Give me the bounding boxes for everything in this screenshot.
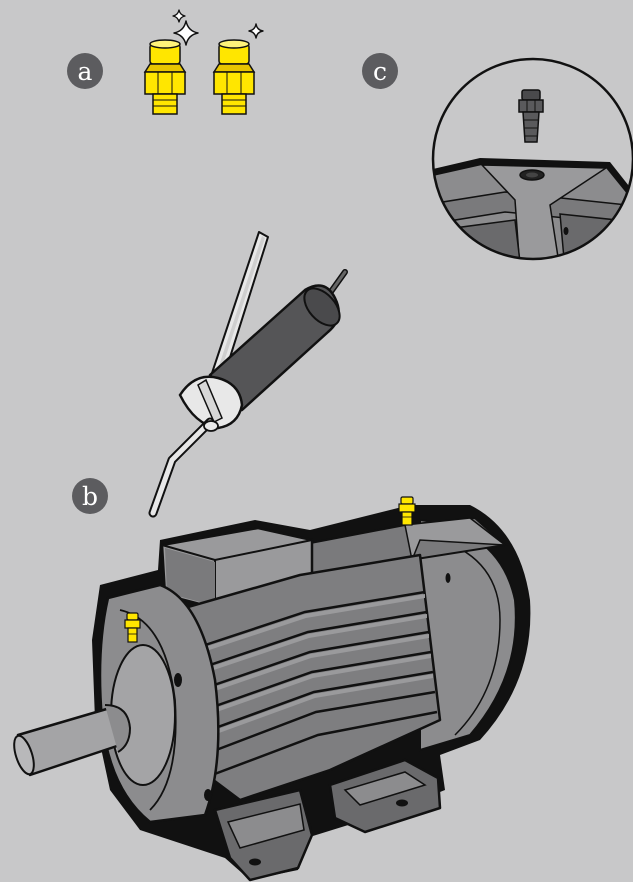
label-a-text: a [78, 57, 93, 86]
label-c-text: c [373, 57, 387, 86]
label-a: a [67, 53, 103, 89]
new-fitting-left [143, 39, 187, 115]
zoom-inset [431, 57, 633, 261]
label-b-text: b [82, 482, 98, 511]
label-c: c [362, 53, 398, 89]
label-b-badge [72, 478, 108, 514]
sparkle-icon [248, 23, 264, 39]
grease-nipple-icon [518, 89, 544, 143]
grease-nipple-icon [143, 39, 187, 115]
sparkle-icon [173, 20, 199, 46]
label-c-badge [362, 53, 398, 89]
label-a-badge [67, 53, 103, 89]
cooling-fins [174, 590, 438, 777]
new-fitting-right [212, 39, 256, 115]
motor-shaft [13, 704, 132, 777]
grease-gun-icon [148, 231, 348, 518]
grease-nipple-icon [124, 612, 141, 643]
mounting-feet [213, 758, 442, 882]
electric-motor-icon [13, 496, 531, 882]
grease-nipple-icon [212, 39, 256, 115]
label-b: b [72, 478, 108, 514]
sparkle-icon [172, 9, 186, 23]
grease-nipple-icon [398, 496, 416, 526]
